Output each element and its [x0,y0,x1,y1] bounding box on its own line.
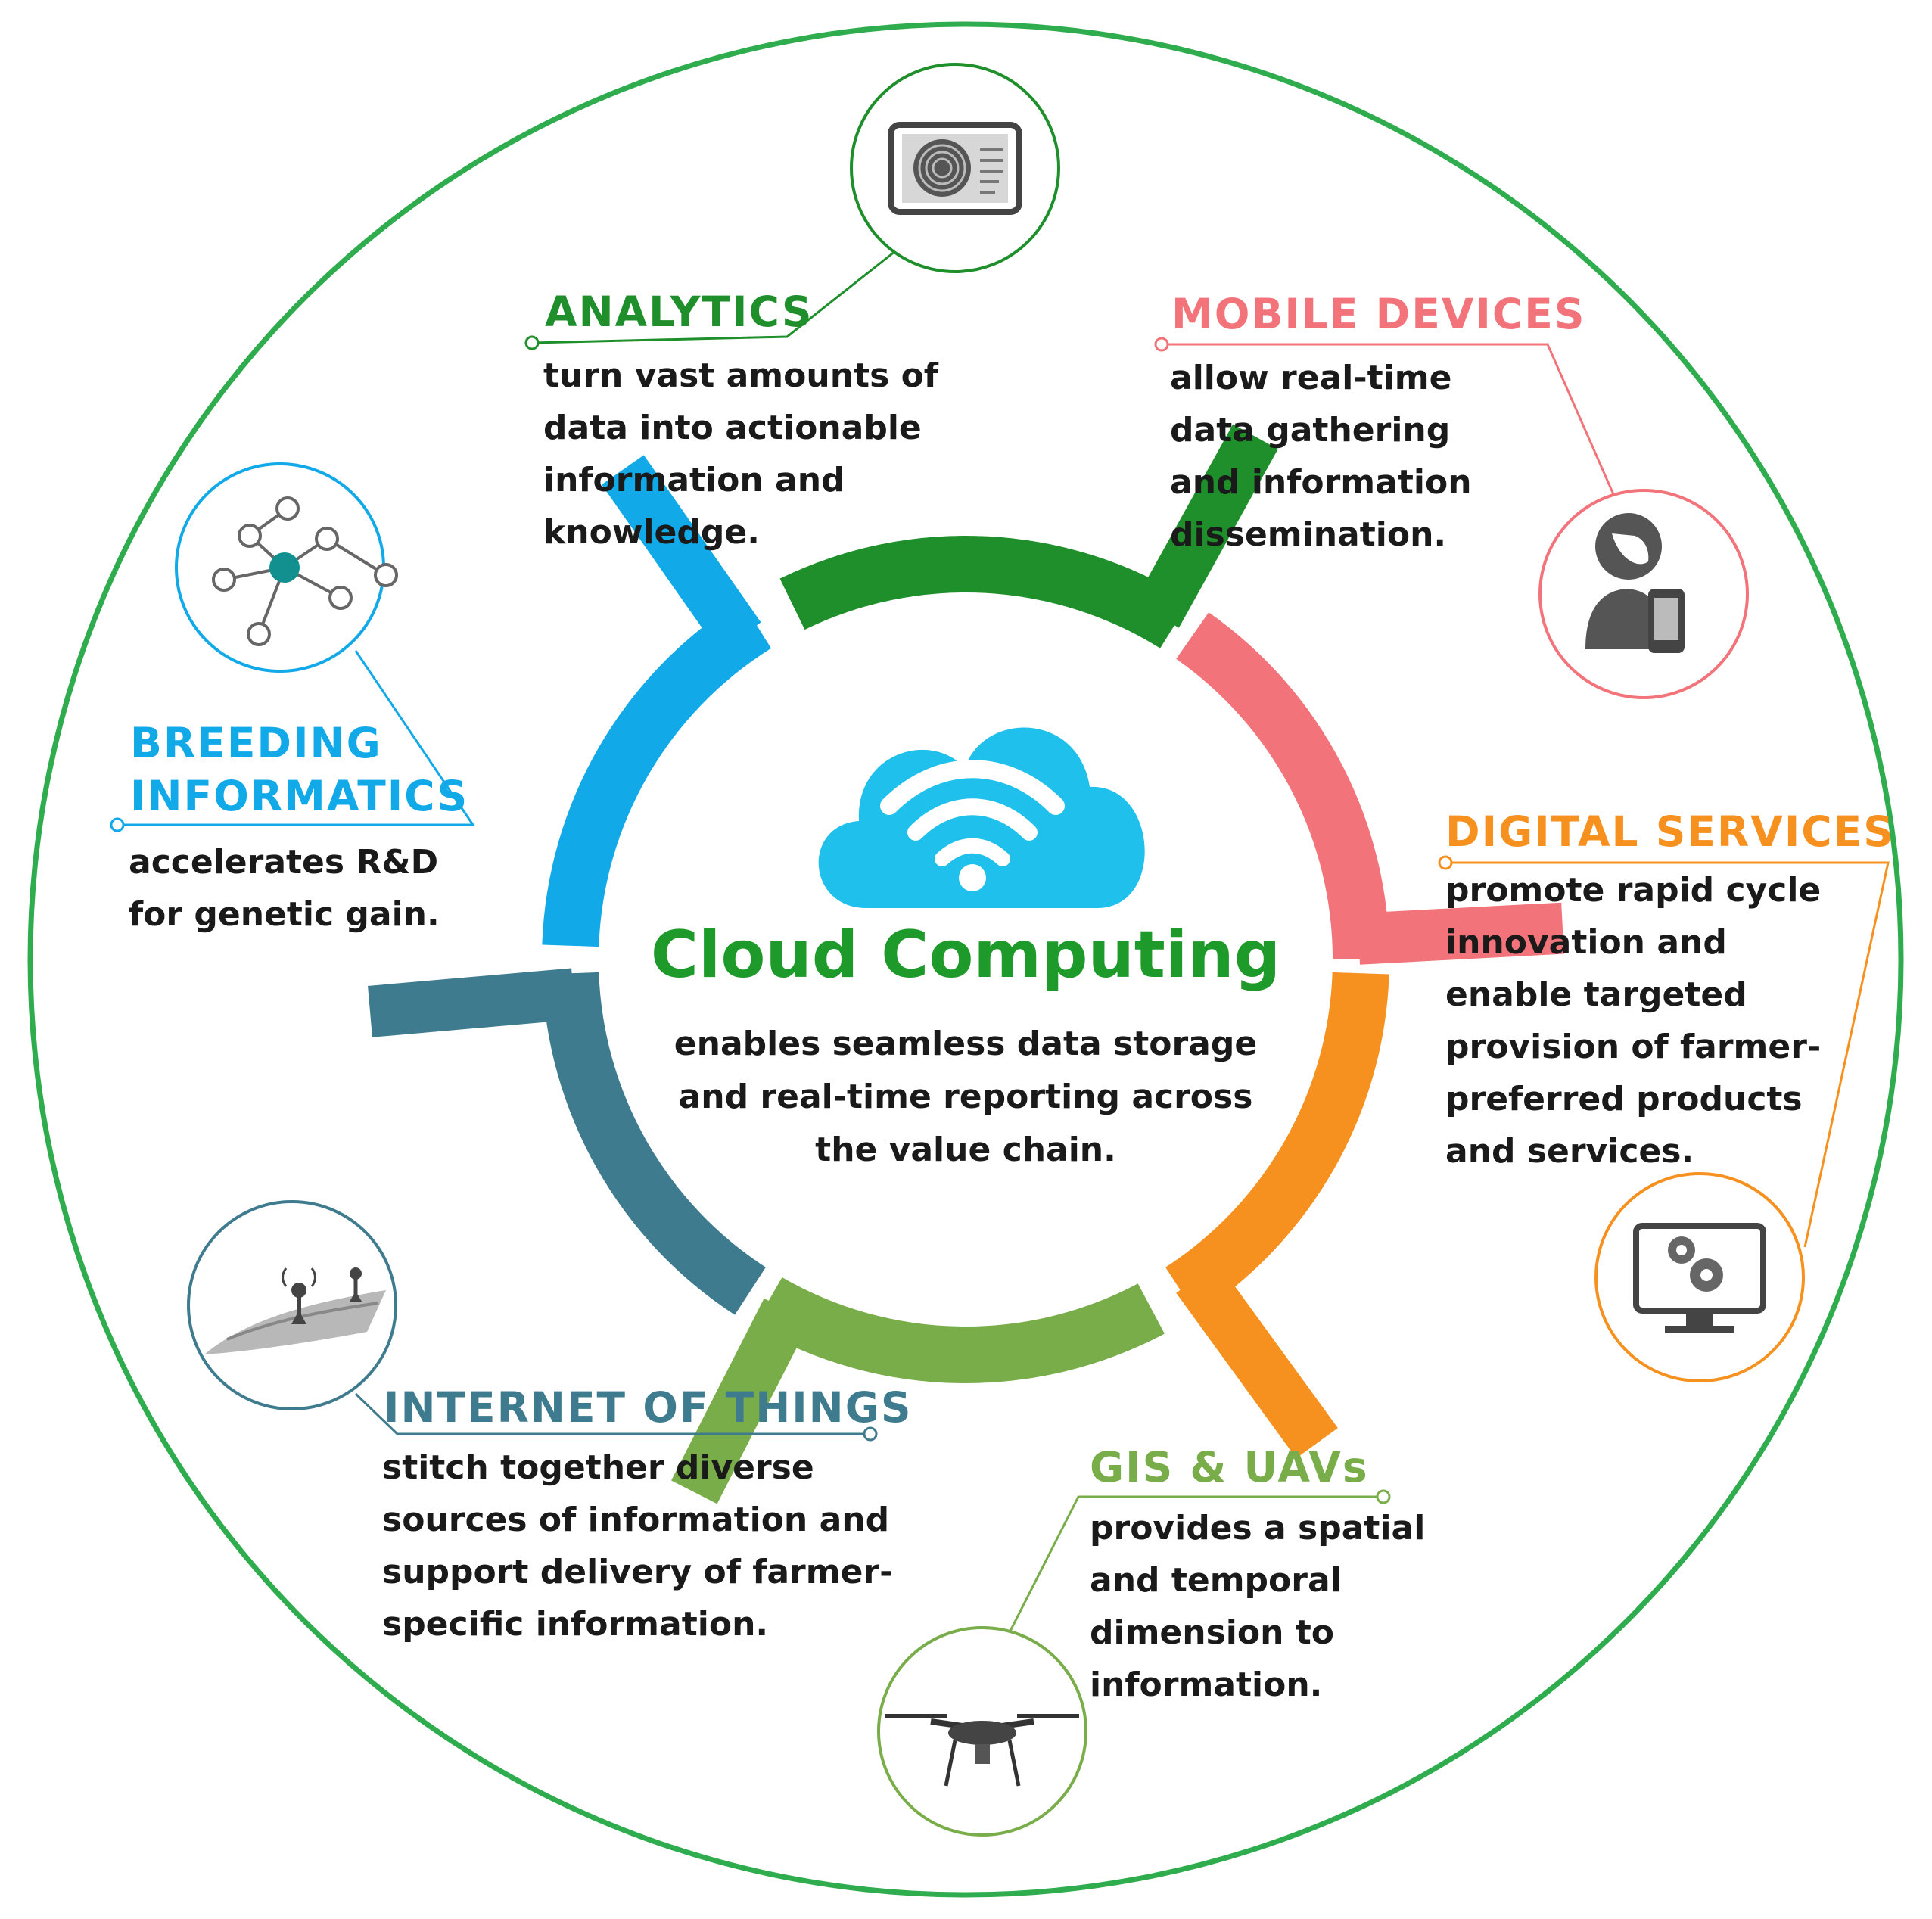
digital-desc-line: innovation and [1445,923,1727,962]
analytics-desc-line: data into actionable [543,409,922,447]
mobile-desc-line: data gathering [1170,411,1451,449]
icon-circles [175,63,1805,1837]
outer-ring [27,21,1904,1898]
center-title: Cloud Computing [650,917,1281,993]
iot-description: stitch together diverse sources of infor… [382,1442,893,1650]
breeding-title-line-1: BREEDING [130,719,382,767]
center-desc-line: enables seamless data storage [674,1025,1258,1063]
mobile-ring-tail [1357,902,1564,965]
mobile-desc-line: and information [1170,463,1472,502]
breeding-ring-arc [542,600,771,947]
ring-arcs [368,424,1564,1504]
gis-desc-line: provides a spatial [1090,1509,1426,1547]
breeding-connector-dot [110,817,125,832]
analytics-desc-line: knowledge. [543,513,760,552]
iot-connector-dot [863,1426,878,1442]
breeding-desc-line: accelerates R&D [129,843,439,882]
mobile-desc-line: dissemination. [1170,515,1447,554]
iot-desc-line: specific information. [382,1605,769,1644]
breeding-connector [117,650,475,826]
gis-desc-line: dimension to [1090,1613,1334,1652]
tablet-fingerprint-icon [888,122,1022,215]
breeding-title-line-2: INFORMATICS [130,772,469,820]
network-nodes-icon [212,496,398,646]
breeding-desc-line: for genetic gain. [129,895,440,934]
person-phone-icon [1585,513,1685,653]
gis-desc-line: and temporal [1090,1561,1342,1600]
digital-desc-line: preferred products [1445,1080,1803,1118]
mobile-description: allow real-time data gathering and infor… [1170,352,1472,561]
iot-ring-tail [368,968,576,1037]
digital-ring-tail [1176,1262,1338,1459]
digital-desc-line: and services. [1445,1132,1694,1171]
iot-ring-arc [542,972,766,1315]
digital-ring-arc [1165,972,1389,1315]
analytics-ring-arc [779,536,1190,648]
digital-connector-dot [1438,855,1453,870]
digital-title: DIGITAL SERVICES [1445,807,1895,856]
cloud-wifi-icon [818,727,1145,908]
iot-icon-circle [187,1200,397,1410]
analytics-desc-line: turn vast amounts of [543,356,938,395]
mobile-ring-arc [1176,612,1389,960]
iot-desc-line: sources of information and [382,1501,890,1539]
breeding-ring-tail [602,455,761,652]
iot-title: INTERNET OF THINGS [384,1383,913,1432]
digital-connector [1445,861,1890,1248]
center-description: enables seamless data storage and real-t… [587,1018,1344,1177]
gis-desc-line: information. [1090,1666,1323,1704]
field-sensors-icon [204,1267,386,1354]
analytics-title: ANALYTICS [545,288,814,336]
monitor-gears-icon [1633,1223,1766,1333]
analytics-description: turn vast amounts of data into actionabl… [543,350,938,558]
center-desc-line: and real-time reporting across [678,1078,1253,1116]
mobile-connector [1162,343,1617,500]
gis-description: provides a spatial and temporal dimensio… [1090,1502,1425,1711]
analytics-connector-dot [524,335,540,350]
gis-connector [1001,1495,1383,1647]
analytics-connector [531,250,896,344]
digital-desc-line: enable targeted [1445,975,1747,1014]
iot-connector [354,1392,870,1435]
iot-desc-line: stitch together diverse [382,1448,814,1487]
digital-desc-line: provision of farmer- [1445,1028,1822,1066]
mobile-title: MOBILE DEVICES [1171,290,1586,338]
gis-ring-arc [754,1277,1165,1383]
analytics-ring-tail [1134,424,1278,628]
drone-icon [885,1714,1079,1787]
analytics-desc-line: information and [543,461,845,499]
digital-description: promote rapid cycle innovation and enabl… [1445,864,1821,1177]
iot-desc-line: support delivery of farmer- [382,1553,894,1591]
gis-connector-dot [1376,1489,1391,1504]
breeding-description: accelerates R&D for genetic gain. [129,836,440,941]
gis-ring-tail [671,1298,810,1504]
mobile-connector-dot [1154,337,1169,352]
mobile-desc-line: allow real-time [1170,359,1452,397]
connector-lines [110,250,1890,1647]
center-desc-line: the value chain. [815,1131,1116,1169]
digital-desc-line: promote rapid cycle [1445,871,1822,910]
gis-title: GIS & UAVs [1090,1443,1369,1491]
